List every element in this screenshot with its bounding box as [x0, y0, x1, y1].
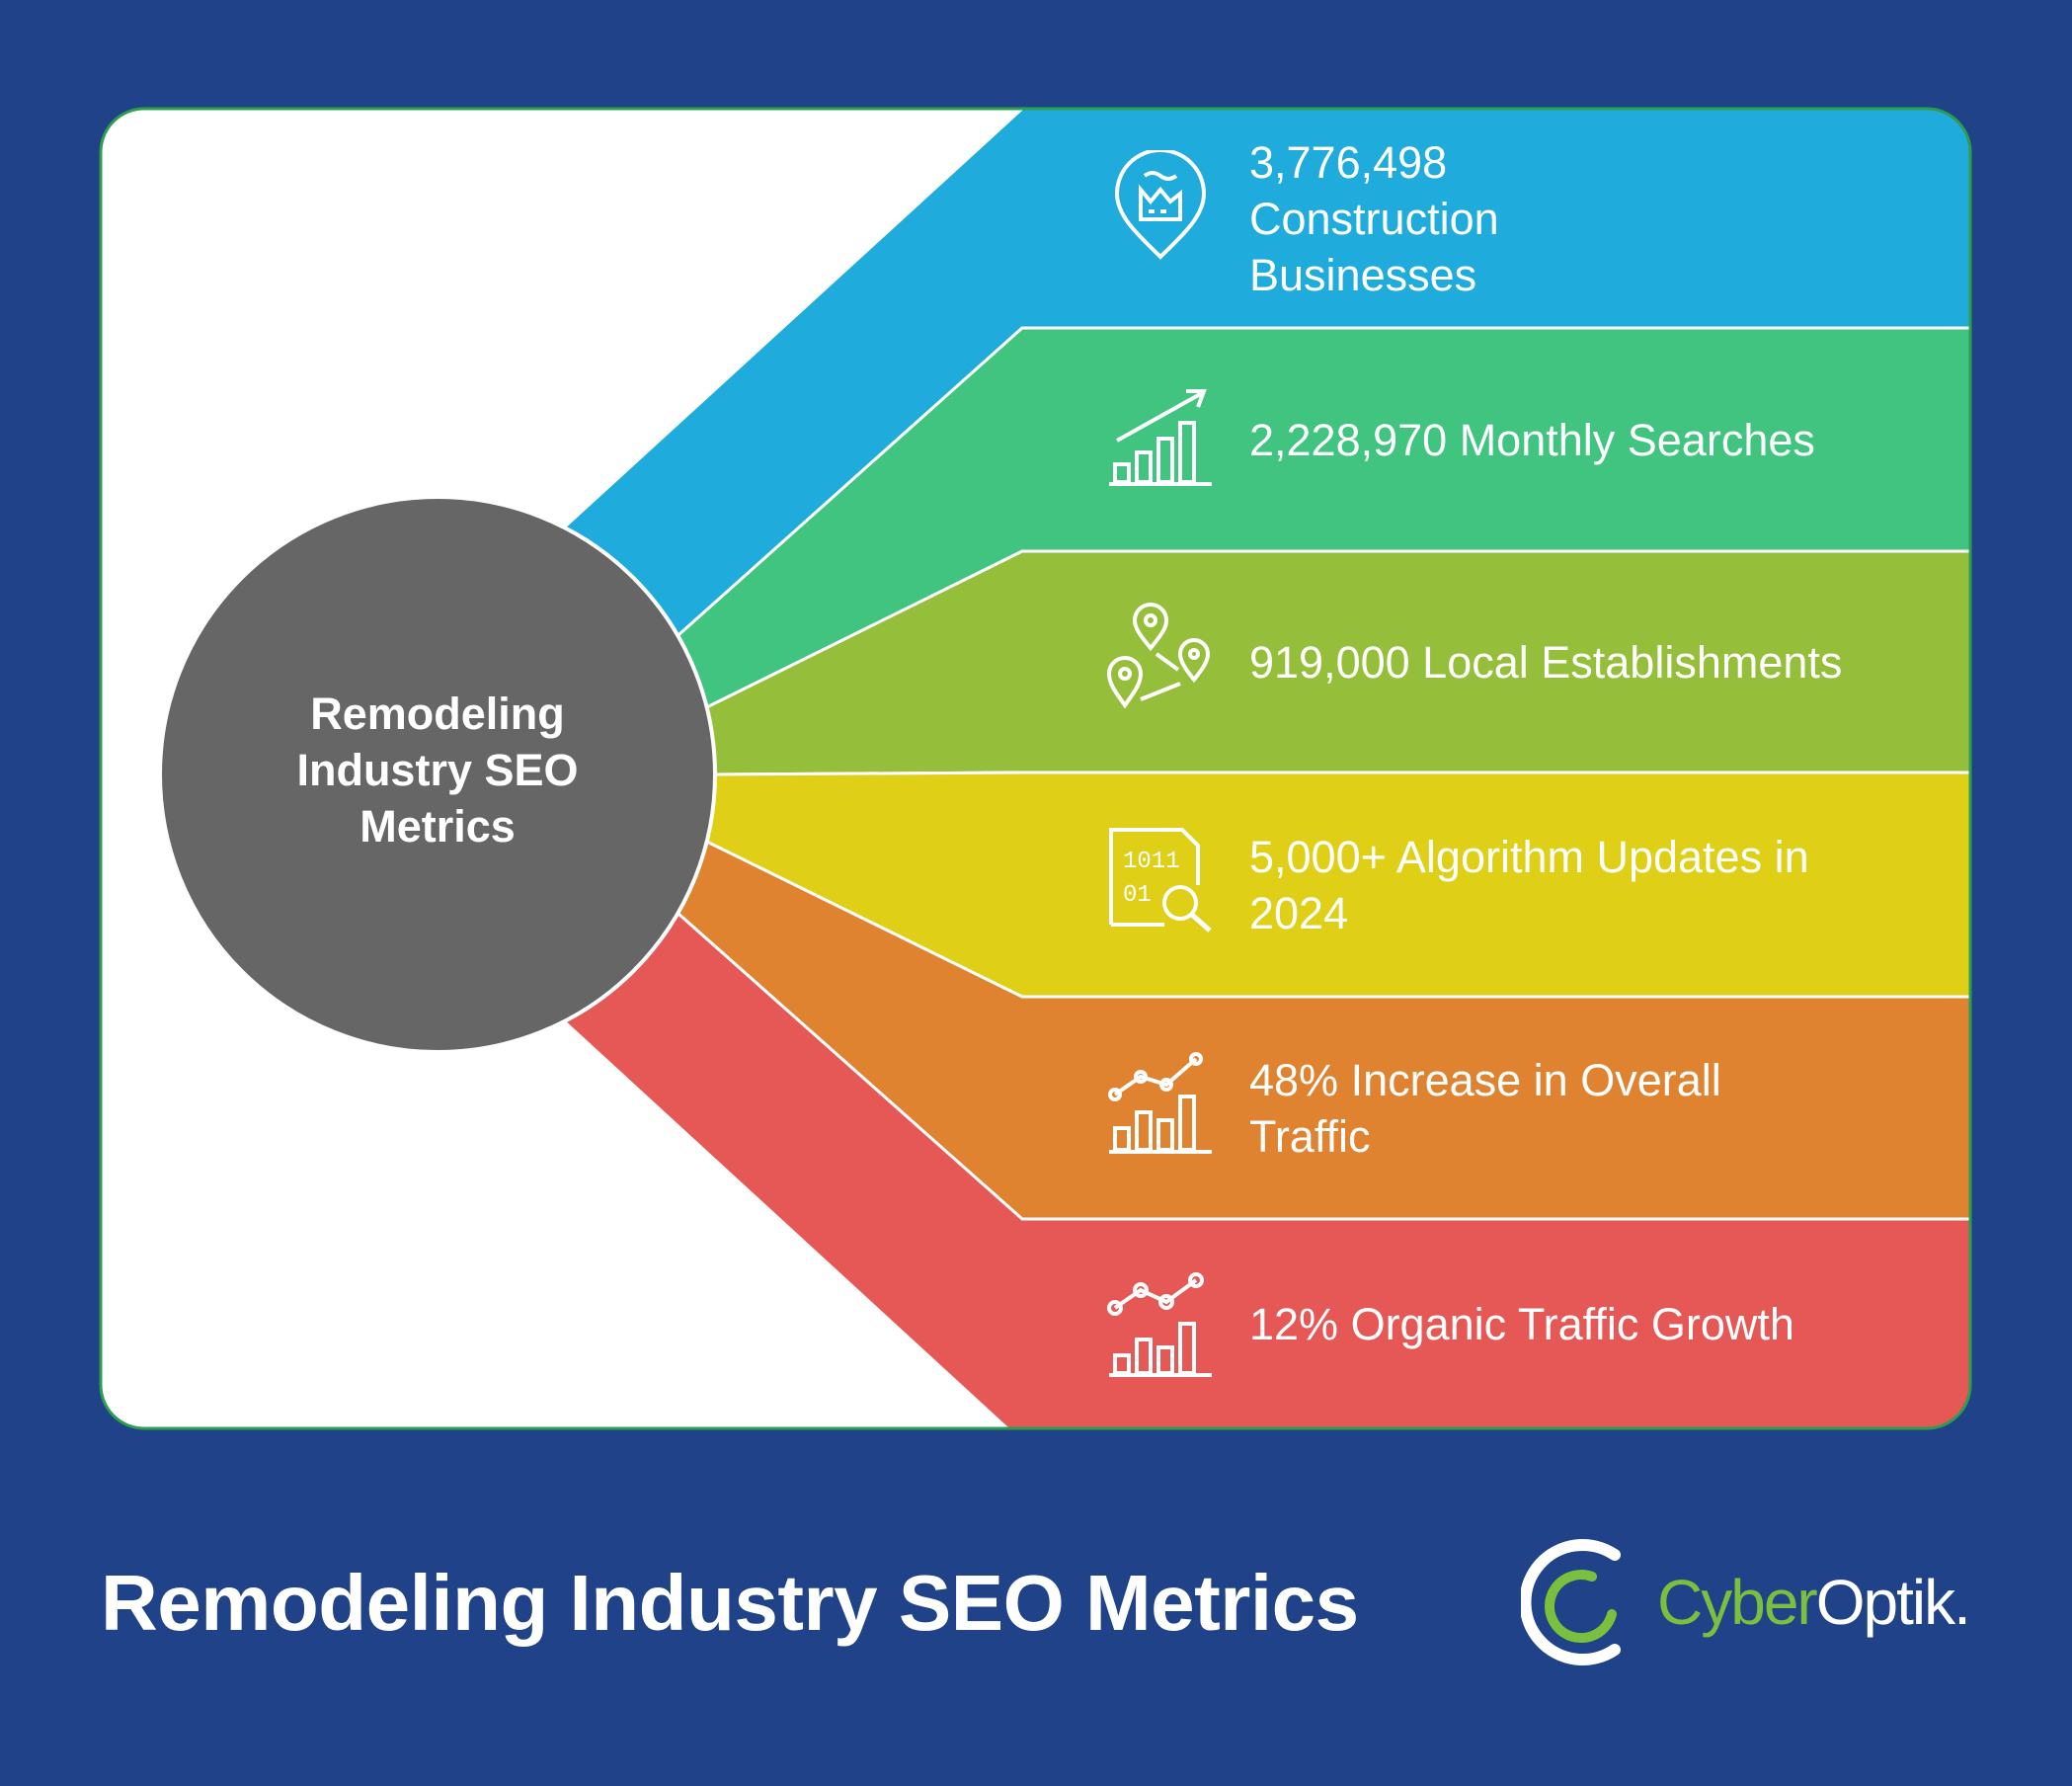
band-label-line: 12% Organic Traffic Growth: [1249, 1298, 1794, 1349]
bar-chart-up-arrow-icon: [1101, 373, 1220, 492]
bar-chart-trend-line-icon: [1101, 1041, 1220, 1160]
logo-text-dot: .: [1953, 1567, 1971, 1638]
band-label-line: Traffic: [1249, 1110, 1371, 1162]
page-title: Remodeling Industry SEO Metrics: [101, 1559, 1359, 1647]
svg-text:01: 01: [1123, 882, 1152, 909]
band-label-line: 5,000+ Algorithm Updates in: [1249, 831, 1809, 882]
map-pins-route-icon: [1101, 597, 1220, 715]
logo-ring-icon: [1521, 1539, 1621, 1665]
logo-text-optik: Optik: [1815, 1567, 1955, 1638]
band-label-line: 48% Increase in Overall: [1249, 1054, 1721, 1105]
center-circle: [158, 495, 717, 1054]
band-label-text: 12% Organic Traffic Growth: [1249, 1296, 1794, 1352]
bar-chart-growth-line-icon: [1101, 1264, 1220, 1383]
band-label-text: 919,000 Local Establishments: [1249, 634, 1842, 690]
logo-text-cyber: Cyber: [1657, 1567, 1818, 1638]
band-label-2: 2,228,970 Monthly Searches: [1249, 328, 1980, 551]
band-label-text: 2,228,970 Monthly Searches: [1249, 412, 1815, 468]
factory-location-pin-icon: [1101, 148, 1220, 269]
logo-wordmark: CyberOptik.: [1657, 1565, 1971, 1640]
band-label-line: 2024: [1249, 887, 1349, 938]
cyberoptik-logo[interactable]: CyberOptik.: [1521, 1533, 1985, 1671]
band-label-line: 3,776,498: [1249, 136, 1448, 188]
band-label-6: 12% Organic Traffic Growth: [1249, 1219, 1980, 1428]
band-label-line: Construction: [1249, 193, 1499, 244]
center-label: Remodeling Industry SEO Metrics: [296, 689, 579, 852]
svg-text:1011: 1011: [1123, 849, 1180, 875]
binary-document-search-icon: 1011 01: [1101, 816, 1220, 934]
panel-border: [99, 107, 1972, 1430]
band-label-line: 919,000 Local Establishments: [1249, 636, 1843, 688]
band-label-line: Businesses: [1249, 249, 1477, 300]
band-label-line: 2,228,970 Monthly Searches: [1249, 414, 1815, 465]
band-label-3: 919,000 Local Establishments: [1249, 551, 1980, 772]
